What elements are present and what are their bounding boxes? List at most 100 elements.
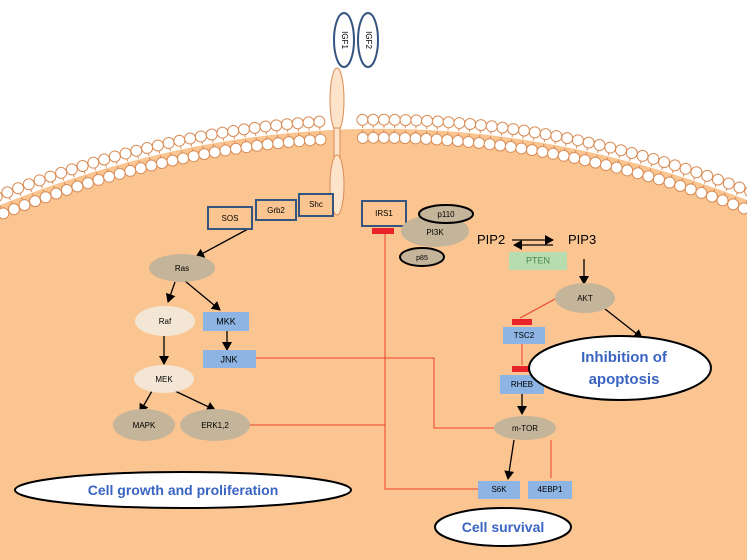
s6k-box: S6K <box>478 481 520 499</box>
sos-box: SOS <box>207 206 253 230</box>
4ebp1-label: 4EBP1 <box>538 485 563 494</box>
irs1-label: IRS1 <box>375 209 393 218</box>
lipid-head-inner <box>600 159 613 172</box>
lipid-head-outer <box>33 174 46 187</box>
activation-arrows <box>139 228 643 480</box>
lipid-head-inner <box>303 134 316 147</box>
cell-survival-outcome: Cell survival <box>434 507 572 547</box>
lipid-tail <box>106 168 108 172</box>
lipid-tail <box>10 201 13 204</box>
lipid-tail <box>660 171 662 174</box>
lipid-head-outer <box>733 181 746 194</box>
cell-growth-label: Cell growth and proliferation <box>88 482 279 498</box>
lipid-head-outer <box>604 141 617 154</box>
lipid-head-inner <box>198 148 211 161</box>
igf1-label: IGF1 <box>340 31 349 49</box>
lipid-tail <box>138 160 140 163</box>
lipid-tail <box>725 188 728 192</box>
ras-node: Ras <box>149 254 215 282</box>
lipid-head-inner <box>166 154 179 167</box>
pten-box: PTEN <box>509 252 567 270</box>
lipid-head-inner <box>92 173 105 186</box>
rheb-inhibition-bar <box>512 366 532 372</box>
lipid-tail <box>63 182 66 185</box>
cell-survival-label: Cell survival <box>462 519 545 535</box>
lipid-head-outer <box>550 130 563 143</box>
lipid-head-outer <box>248 121 261 134</box>
lipid-tail <box>714 184 717 188</box>
crosstalk-lines <box>233 228 569 490</box>
tsc2-inhibition-bar <box>512 319 532 325</box>
lipid-tail <box>42 189 45 192</box>
lipid-head-outer <box>87 156 100 169</box>
lipid-tail <box>596 154 598 157</box>
arrow-ras-mkk <box>184 280 221 311</box>
lipid-tail <box>137 156 139 159</box>
raf-node: Raf <box>135 306 195 336</box>
lipid-head-outer <box>615 144 628 157</box>
lipid-head-outer <box>507 123 520 136</box>
lipid-head-outer <box>464 118 477 131</box>
lipid-tail <box>19 193 22 197</box>
rheb-label: RHEB <box>511 380 533 389</box>
pi3k-label: PI3K <box>426 228 444 237</box>
irs1-box: IRS1 <box>361 200 407 227</box>
grb2-box: Grb2 <box>255 199 297 221</box>
lipid-head-outer <box>227 124 240 137</box>
lipid-tail <box>638 165 641 168</box>
lipid-tail <box>618 155 621 159</box>
lipid-head-inner <box>187 150 200 163</box>
lipid-head-outer <box>270 119 283 132</box>
lipid-head-inner <box>356 131 369 144</box>
cell-growth-outcome: Cell growth and proliferation <box>14 471 352 509</box>
lipid-head-inner <box>557 149 570 162</box>
lipid-head-outer <box>528 126 541 139</box>
lipid-head-inner <box>631 167 644 180</box>
lipid-head-inner <box>367 131 380 144</box>
lipid-head-outer <box>356 113 369 126</box>
lipid-head-outer <box>561 132 574 145</box>
lipid-head-outer <box>647 152 660 165</box>
inhibition-of-apoptosis-outcome: Inhibition of apoptosis <box>528 335 712 401</box>
mkk-label: MKK <box>216 316 236 326</box>
lipid-head-inner <box>50 187 63 200</box>
igf2-label: IGF2 <box>364 31 373 49</box>
lipid-head-inner <box>462 135 475 148</box>
mapk-label: MAPK <box>133 421 156 430</box>
lipid-tail <box>73 174 75 178</box>
lipid-head-inner <box>240 141 253 154</box>
lipid-head-inner <box>737 202 747 215</box>
lipid-head-outer <box>442 116 455 129</box>
lipid-head-inner <box>261 138 274 151</box>
cell-membrane <box>0 113 747 220</box>
lipid-head-outer <box>162 137 175 150</box>
lipid-head-inner <box>494 139 507 152</box>
lipid-tail <box>702 185 705 188</box>
raf-label: Raf <box>159 317 172 326</box>
lipid-tail <box>617 159 620 163</box>
lipid-head-inner <box>663 176 676 189</box>
lipid-tail <box>117 165 119 169</box>
lipid-head-outer <box>377 113 390 126</box>
lipid-tail <box>713 188 716 192</box>
lipid-tail <box>21 197 23 200</box>
lipid-head-outer <box>658 156 671 169</box>
lipid-tail <box>95 172 98 175</box>
mek-node: MEK <box>134 365 194 393</box>
lipid-head-inner <box>409 132 422 145</box>
lipid-tail <box>736 192 738 196</box>
lipid-head-inner <box>621 164 634 177</box>
lipid-tail <box>628 162 630 165</box>
lipid-head-inner <box>695 186 708 199</box>
lipid-tail <box>83 171 86 174</box>
igf1-ligand: IGF1 <box>333 12 355 68</box>
lipid-head-outer <box>98 153 111 166</box>
shc-box: Shc <box>298 193 334 217</box>
lipid-tail <box>41 185 43 189</box>
lipid-head-inner <box>81 177 94 190</box>
lipid-head-outer <box>108 150 121 163</box>
arrow-mek-erk <box>174 390 216 412</box>
lipid-head-inner <box>134 162 147 175</box>
lipid-head-inner <box>568 151 581 164</box>
lipid-head-outer <box>636 149 649 162</box>
